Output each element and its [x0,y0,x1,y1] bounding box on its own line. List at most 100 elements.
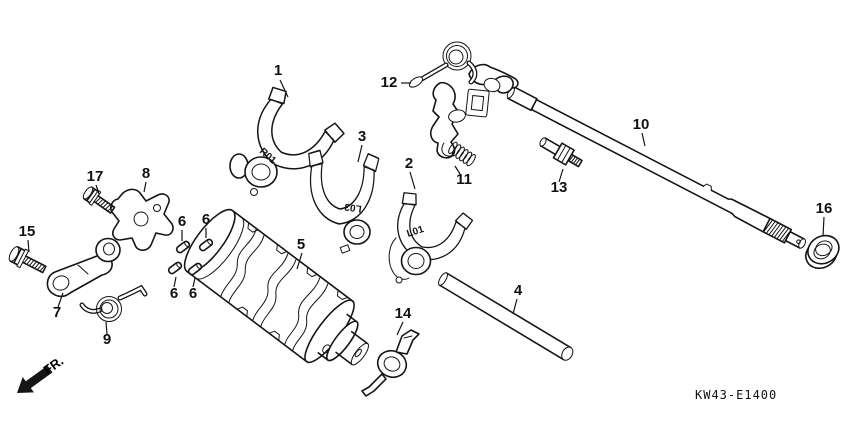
plate-center-hole [133,211,149,227]
callout-text: 6 [178,213,186,230]
part-6-dowel-pin-c [167,261,183,275]
rod-right-cap [561,346,574,361]
callout-text: 1 [274,62,282,79]
plate-tab [395,329,420,355]
coil-loop [451,144,462,157]
callout-17: 17 [87,168,104,195]
callout-text: 12 [381,74,398,91]
callout-5: 5 [296,236,305,270]
callout-text: 17 [87,168,104,185]
part-6-dowel-pin-d [187,262,203,276]
callout-text: 10 [633,116,650,133]
drum-step-cap [326,320,359,362]
callout-text: 11 [456,171,472,188]
part-5-gearshift-drum [183,208,370,366]
callout-8: 8 [142,165,150,193]
coil-mid [446,45,468,67]
arm-ring-bore [103,242,115,256]
rod-left-cap [438,272,448,286]
coil-loop [448,141,458,154]
bolt-washer [16,248,30,269]
callout-12: 12 [381,74,411,91]
arm-eye [52,275,70,291]
fork-guide-pin [339,244,351,254]
bolt-head [83,186,99,204]
arm-body [46,254,113,298]
fork-boss-bore [407,253,425,269]
journal-center-hole [354,348,362,358]
spline-hatch [763,219,792,243]
arm-plate [430,81,460,159]
part-4-fork-shaft [438,272,574,361]
part-6-dowel-pin-b [198,238,214,252]
spring-arm-long-core [118,286,147,300]
callout-2: 2 [405,155,416,190]
callouts: 1 2 3 4 5 6 6 6 6 7 8 9 10 11 12 13 14 1… [19,62,833,348]
coil-loop [466,154,476,167]
part-11-detent-spring [448,141,476,167]
callout-15: 15 [19,223,35,253]
callout-6a: 6 [178,213,186,241]
callout-text: 16 [816,200,833,217]
thread-lines [23,256,46,272]
stud-body [539,137,561,156]
bolt-flange [88,189,102,206]
rod-body [438,272,572,361]
fr-arrow-icon [17,365,53,393]
fork-body [303,148,380,228]
arm-step [77,264,89,275]
part-12-return-spring [408,41,478,88]
callout-text: 6 [189,285,197,302]
callout-text: 3 [358,128,366,145]
fork-guide-pin [395,276,403,284]
callout-1: 1 [274,62,289,98]
pin-end [184,240,190,248]
fork-flange [388,237,410,280]
part-9-torsion-spring [79,284,148,322]
callout-text: 5 [297,236,305,253]
callout-text: 7 [53,304,61,321]
fork-stamp: L03 [343,201,362,214]
tip-center-hole [796,239,801,245]
pin-end [196,262,202,270]
callout-3: 3 [357,128,366,163]
bolt-shank [93,195,116,214]
bolt-head [9,246,26,266]
collar-bore-shadow [813,243,831,260]
part-15-washer-bolt [8,246,47,274]
callout-10: 10 [633,116,650,147]
shift-pawl-block [465,88,490,118]
callout-6c: 6 [170,276,178,302]
shaft-bottom-edge [530,108,764,233]
plate-ring-bore [383,356,401,372]
coil-outer [442,41,472,71]
coil-outer [96,296,122,322]
fr-direction-indicator: FR. [17,353,66,393]
part-14-set-plate [361,329,420,397]
drum-cam-notches [236,222,349,342]
hex-facets [556,144,571,164]
part-3-shift-fork-left: L03 [303,148,380,254]
fork-boss-bore [251,163,271,181]
spring-arm-right-core [467,61,477,84]
part-7-stopper-arm [46,237,121,298]
callout-14: 14 [395,305,412,336]
coil-loop [459,149,469,162]
roller-pin [483,77,501,93]
diagram-code: KW43-E1400 [695,388,777,402]
thread-lines [94,197,114,212]
pin-end [176,261,182,269]
coil-mid [99,299,119,319]
part-8-stopper-plate [110,188,174,251]
callout-text: 13 [551,179,568,196]
block-inner [470,95,485,112]
pin-end [207,238,213,246]
part-10-gearshift-spindle [506,86,806,249]
part-13-stopper-bolt [539,137,583,168]
drum-journal [335,330,369,366]
part-2-shift-fork-center: L01 [382,189,475,284]
fork-guide-pin [250,188,258,196]
plate-foot [361,373,387,397]
